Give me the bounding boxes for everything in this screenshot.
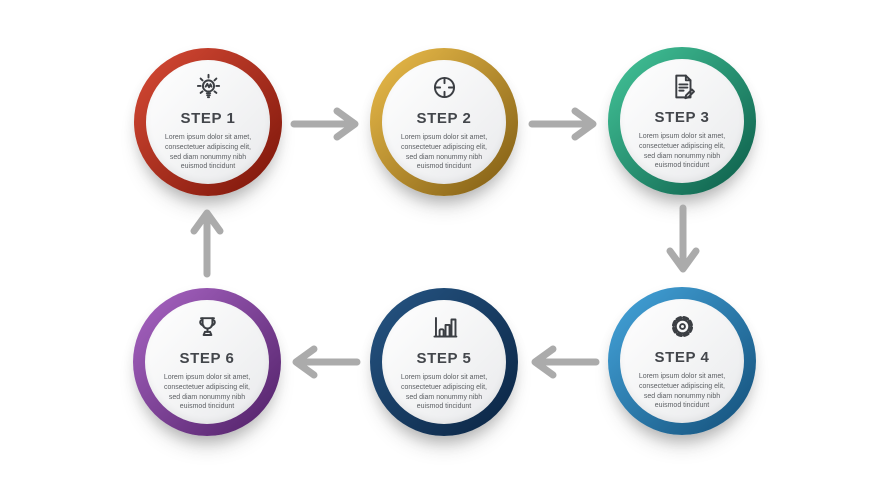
step-4-inner: STEP 4 Lorem ipsum dolor sit amet, conse… (620, 299, 744, 423)
arrow-step5-to-step6-icon (292, 345, 361, 379)
step-2-description: Lorem ipsum dolor sit amet, consectetuer… (400, 134, 488, 171)
step-2-title: STEP 2 (416, 110, 472, 128)
step-2-ring: STEP 2 Lorem ipsum dolor sit amet, conse… (370, 48, 518, 196)
step-4-title: STEP 4 (654, 349, 710, 367)
step-3-title: STEP 3 (654, 109, 710, 127)
step-5-title: STEP 5 (416, 350, 472, 368)
target-crosshair-icon (429, 72, 460, 103)
trophy-icon (192, 312, 223, 343)
step-6-inner: STEP 6 Lorem ipsum dolor sit amet, conse… (145, 300, 269, 424)
step-6-description: Lorem ipsum dolor sit amet, consectetuer… (163, 374, 251, 411)
step-1-circle: STEP 1 Lorem ipsum dolor sit amet, conse… (134, 48, 282, 196)
step-6-ring: STEP 6 Lorem ipsum dolor sit amet, conse… (133, 288, 281, 436)
step-6-circle: STEP 6 Lorem ipsum dolor sit amet, conse… (133, 288, 281, 436)
arrow-step1-to-step2-icon (290, 107, 359, 141)
step-1-title: STEP 1 (180, 110, 236, 128)
step-5-circle: STEP 5 Lorem ipsum dolor sit amet, conse… (370, 288, 518, 436)
step-5-description: Lorem ipsum dolor sit amet, consectetuer… (400, 374, 488, 411)
step-4-circle: STEP 4 Lorem ipsum dolor sit amet, conse… (608, 287, 756, 435)
step-5-inner: STEP 5 Lorem ipsum dolor sit amet, conse… (382, 300, 506, 424)
step-6-title: STEP 6 (179, 350, 235, 368)
step-3-description: Lorem ipsum dolor sit amet, consectetuer… (638, 133, 726, 170)
arrow-step3-to-step4-icon (666, 204, 700, 273)
step-1-inner: STEP 1 Lorem ipsum dolor sit amet, conse… (146, 60, 270, 184)
bar-chart-icon (429, 312, 460, 343)
step-4-ring: STEP 4 Lorem ipsum dolor sit amet, conse… (608, 287, 756, 435)
gear-icon (667, 311, 698, 342)
step-3-circle: STEP 3 Lorem ipsum dolor sit amet, conse… (608, 47, 756, 195)
idea-lightbulb-icon (193, 72, 224, 103)
step-4-description: Lorem ipsum dolor sit amet, consectetuer… (638, 373, 726, 410)
step-5-ring: STEP 5 Lorem ipsum dolor sit amet, conse… (370, 288, 518, 436)
step-3-inner: STEP 3 Lorem ipsum dolor sit amet, conse… (620, 59, 744, 183)
document-edit-icon (667, 71, 698, 102)
arrow-step6-to-step1-icon (190, 209, 224, 278)
step-1-ring: STEP 1 Lorem ipsum dolor sit amet, conse… (134, 48, 282, 196)
step-2-inner: STEP 2 Lorem ipsum dolor sit amet, conse… (382, 60, 506, 184)
step-3-ring: STEP 3 Lorem ipsum dolor sit amet, conse… (608, 47, 756, 195)
step-1-description: Lorem ipsum dolor sit amet, consectetuer… (164, 134, 252, 171)
arrow-step4-to-step5-icon (531, 345, 600, 379)
step-2-circle: STEP 2 Lorem ipsum dolor sit amet, conse… (370, 48, 518, 196)
arrow-step2-to-step3-icon (528, 107, 597, 141)
